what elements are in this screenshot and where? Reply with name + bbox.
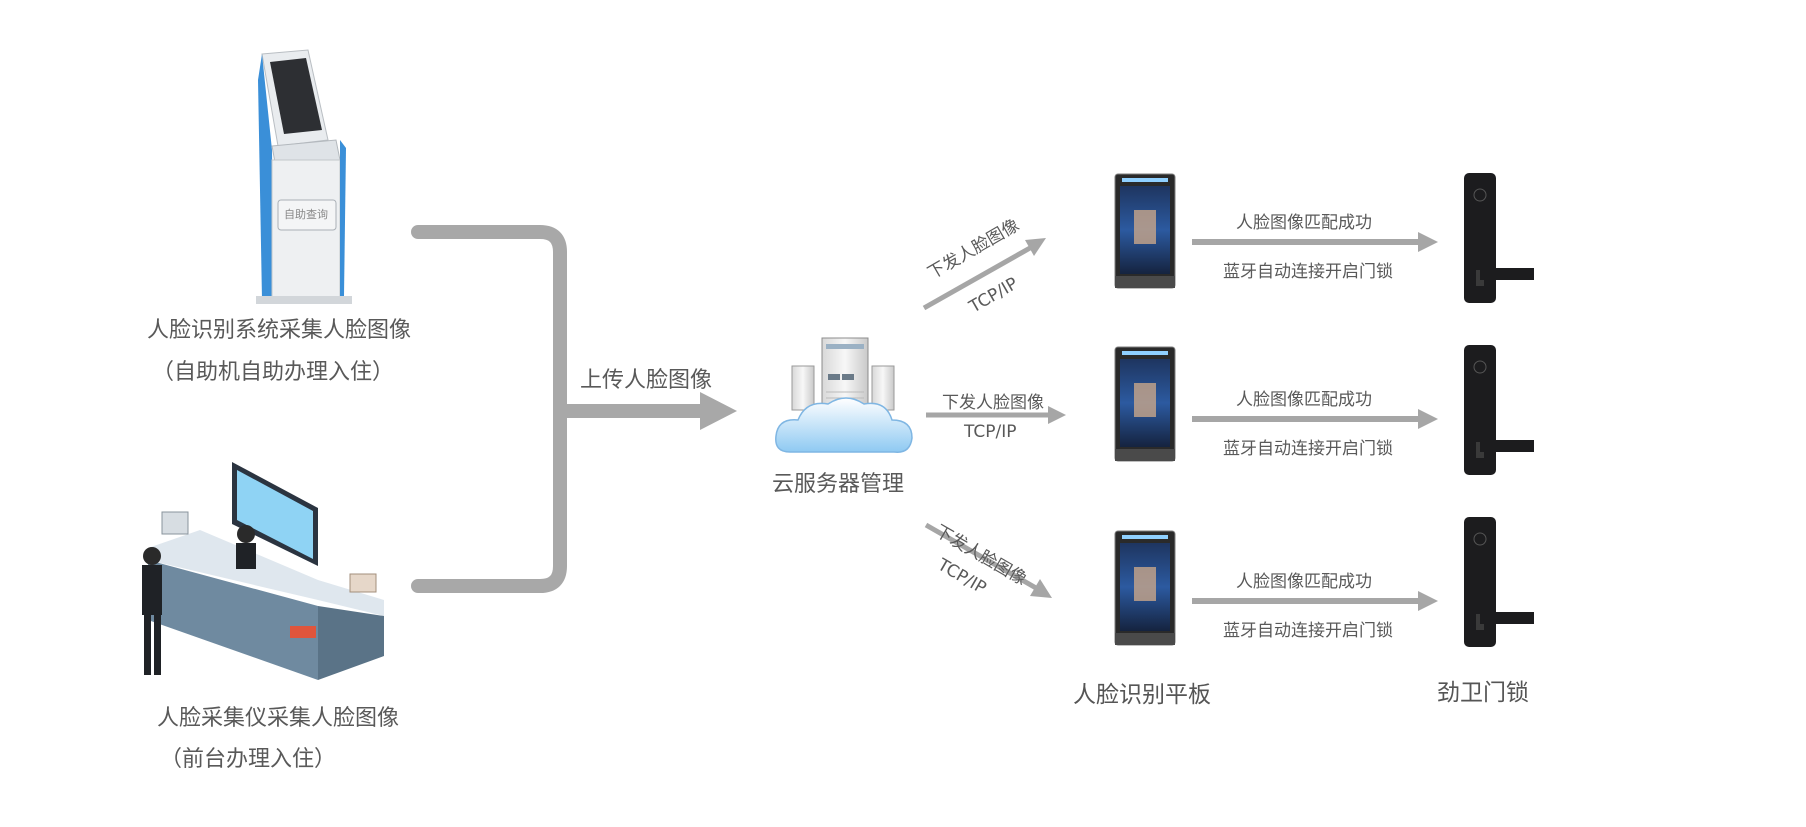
lock-caption: 劲卫门锁 [1437,680,1529,706]
cloud-server-illustration [775,337,913,453]
tablet-3 [1114,530,1176,646]
link-2-protocol: TCP/IP [964,422,1017,442]
kiosk-caption: 人脸识别系统采集人脸图像 [147,318,412,343]
desk-caption: 人脸采集仪采集人脸图像 [157,706,400,731]
kiosk-illustration [256,49,352,304]
upload-arrow-head [700,392,737,430]
door-lock-1 [1464,173,1534,303]
unlock-3-bottom: 蓝牙自动连接开启门锁 [1223,621,1393,641]
link-arrow-head-2 [1048,406,1066,424]
tablet-1 [1114,173,1176,289]
cloud-label: 云服务器管理 [772,472,905,497]
kiosk-subcaption: （自助机自助办理入住） [152,360,395,385]
source-bracket [411,225,567,593]
door-lock-3 [1464,517,1534,647]
unlock-1-top: 人脸图像匹配成功 [1236,213,1372,233]
desk-subcaption: （前台办理入住） [160,747,337,772]
link-2-label: 下发人脸图像 [942,393,1044,413]
tablet-2 [1114,346,1176,462]
unlock-3-top: 人脸图像匹配成功 [1236,572,1372,592]
upload-label: 上传人脸图像 [580,368,713,393]
tablet-caption: 人脸识别平板 [1073,682,1211,708]
unlock-2-bottom: 蓝牙自动连接开启门锁 [1223,439,1393,459]
door-lock-2 [1464,345,1534,475]
link-arrow-head-1 [1025,238,1046,256]
unlock-1-bottom: 蓝牙自动连接开启门锁 [1223,262,1393,282]
unlock-2-top: 人脸图像匹配成功 [1236,390,1372,410]
unlock-arrow-head-3 [1418,591,1438,611]
link-arrow-head-3 [1030,579,1052,598]
unlock-arrow-head-2 [1418,409,1438,429]
front-desk-illustration [142,462,384,680]
kiosk-screen-text: 自助查询 [284,208,328,221]
unlock-arrow-head-1 [1418,232,1438,252]
